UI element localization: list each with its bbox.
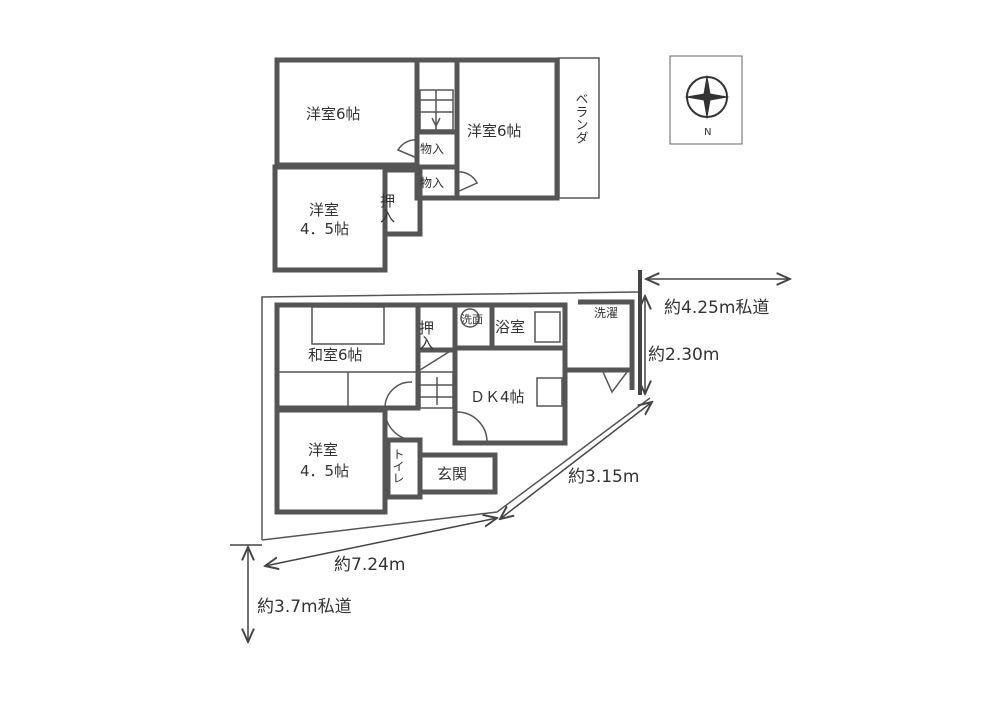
diagonal-label: 約3.15m [568, 467, 639, 487]
door-swing [456, 411, 488, 443]
door-swing [602, 371, 628, 394]
room-label: 和室6帖 [308, 346, 363, 364]
road-east-label: 約4.25m私道 [664, 298, 769, 318]
lot-boundary [261, 291, 641, 540]
laundry-label: 洗濯 [594, 306, 618, 320]
bathroom-label: 浴室 [495, 318, 525, 336]
dimensions: 約4.25m私道 約2.30m 約3.15m 約7.24m 約3.7m私道 [230, 279, 790, 642]
door-swing [456, 171, 479, 193]
lower-stairs [419, 349, 454, 409]
closet-wall [382, 167, 423, 237]
room-east-wall [414, 57, 560, 201]
door-swing [396, 139, 418, 159]
veranda-label: ベランダ [573, 92, 589, 144]
frontage-east-label: 約2.30m [648, 345, 719, 365]
storage-label: 物入 [420, 142, 444, 156]
toilet-label: トイレ [391, 448, 405, 484]
room-label: 洋室6帖 [467, 122, 522, 140]
dk-label: ＤＫ4帖 [470, 388, 525, 406]
room-label: 洋室 [308, 441, 338, 459]
room-small-wall [274, 407, 388, 515]
compass: N [669, 55, 743, 145]
closet-label: 押入 [417, 320, 435, 350]
room-label: 4．5帖 [300, 220, 349, 238]
south-label: 約7.24m [334, 555, 405, 575]
washing-machine [460, 308, 480, 328]
road-south-label: 約3.7m私道 [257, 597, 352, 617]
north-label: N [704, 127, 711, 138]
entrance-wall [417, 452, 498, 495]
veranda-outline [558, 57, 600, 199]
room-label: 洋室 [309, 201, 339, 219]
sink [536, 377, 563, 407]
lower-floor: 和室6帖 押入 洗面 浴室 洗濯 ＤＫ4帖 洋室 4．5帖 トイレ 玄関 [274, 299, 635, 515]
room-label: 4．5帖 [300, 462, 349, 480]
room-label: 洋室6帖 [306, 105, 361, 123]
storage-label: 物入 [420, 176, 444, 190]
washroom-label: 洗面 [461, 313, 483, 326]
entrance-label: 玄関 [437, 465, 467, 483]
closet-label: 押入 [378, 193, 396, 223]
upper-floor: 洋室6帖 洋室6帖 物入 物入 押入 ベランダ 洋室 4．5帖 [272, 57, 600, 273]
bathtub [534, 311, 561, 343]
upper-stairs [419, 89, 454, 131]
door-swing [384, 381, 413, 441]
